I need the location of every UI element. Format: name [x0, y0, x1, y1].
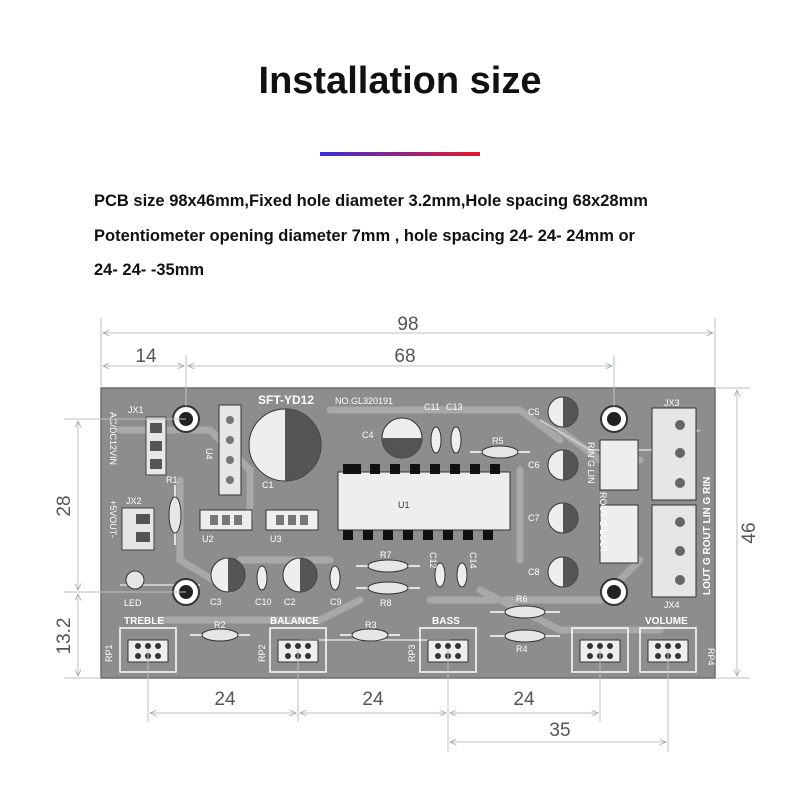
spec-line-2: Potentiometer opening diameter 7mm , hol…	[94, 227, 635, 245]
dim-pot-spacing-1: 24	[214, 689, 236, 710]
r3-label: R3	[365, 620, 377, 630]
board-model-label: SFT-YD12	[258, 393, 314, 407]
dim-total-width: 98	[397, 314, 418, 335]
c5-label: C5	[528, 407, 540, 417]
power-out-label: +5VOUT-	[108, 500, 118, 538]
c6-label: C6	[528, 460, 540, 470]
dim-pot-spacing-3: 24	[513, 689, 535, 710]
dim-left-offset: 14	[135, 346, 157, 367]
led-label: LED	[124, 598, 142, 608]
dim-height: 46	[739, 522, 760, 543]
output-pins-label: ROUT G LOUT	[598, 492, 608, 554]
r1-label: R1	[166, 475, 178, 485]
dim-bottom-offset: 13.2	[54, 618, 75, 655]
mount-hole-top-right	[600, 405, 628, 433]
r4-label: R4	[516, 644, 528, 654]
c9-label: C9	[330, 597, 342, 607]
balance-label: BALANCE	[270, 616, 319, 627]
dim-hole-spacing-y: 28	[54, 495, 75, 516]
page-title: Installation size	[258, 60, 542, 102]
dim-hole-spacing-x: 68	[394, 346, 415, 367]
volume-label: VOLUME	[645, 616, 688, 627]
pcb-board: JX1 AC/DC12VIN JX2 +5VOUT- LED R1 U4 C1 …	[100, 387, 716, 679]
r2-label: R2	[214, 620, 226, 630]
board-serial-label: NO.GL320191	[335, 396, 393, 406]
c2-label: C2	[284, 597, 296, 607]
u3-label: U3	[270, 534, 282, 544]
c4-label: C4	[362, 430, 374, 440]
dim-pot-spacing-alt: 35	[549, 720, 570, 741]
c12-label: C12	[428, 552, 438, 569]
r5-label: R5	[492, 436, 504, 446]
r7-label: R7	[380, 550, 392, 560]
c1-label: C1	[262, 480, 274, 490]
c8-label: C8	[528, 567, 540, 577]
u2-label: U2	[202, 534, 214, 544]
c10-label: C10	[255, 597, 272, 607]
mount-hole-bottom-right	[600, 578, 628, 606]
c11-label: C11	[424, 402, 440, 412]
rp2-label: RP2	[257, 644, 267, 662]
jx1-label: JX1	[128, 405, 144, 415]
rp3-label: RP3	[407, 644, 417, 662]
capacitor-column	[547, 396, 579, 588]
rp1-label: RP1	[104, 644, 114, 662]
u1-label: U1	[398, 500, 410, 510]
bass-label: BASS	[432, 616, 460, 627]
spec-line-1: PCB size 98x46mm,Fixed hole diameter 3.2…	[94, 192, 648, 210]
c3-label: C3	[210, 597, 222, 607]
treble-label: TREBLE	[124, 616, 164, 627]
r6-label: R6	[516, 594, 528, 604]
spec-line-3: 24- 24- -35mm	[94, 261, 205, 279]
power-in-label: AC/DC12VIN	[108, 412, 118, 465]
r8-label: R8	[380, 598, 392, 608]
c7-label: C7	[528, 513, 540, 523]
c13-label: C13	[446, 402, 463, 412]
jx3-label: JX3	[664, 398, 680, 408]
dimension-labels: 98 14 68 28 13.2 46 24 24 24 35	[54, 314, 760, 741]
title-accent-bar	[320, 152, 480, 156]
jx2-label: JX2	[126, 496, 142, 506]
dim-pot-spacing-2: 24	[362, 689, 384, 710]
jx4-label: JX4	[664, 600, 680, 610]
dimension-lines	[64, 318, 750, 752]
u4-label: U4	[204, 448, 214, 460]
input-pins-label: RIN G LIN	[586, 442, 596, 484]
c14-label: C14	[468, 552, 478, 569]
jx3-pins-label: LOUT G ROUT LIN G RIN	[702, 477, 713, 595]
rp4-label: RP4	[706, 648, 716, 666]
